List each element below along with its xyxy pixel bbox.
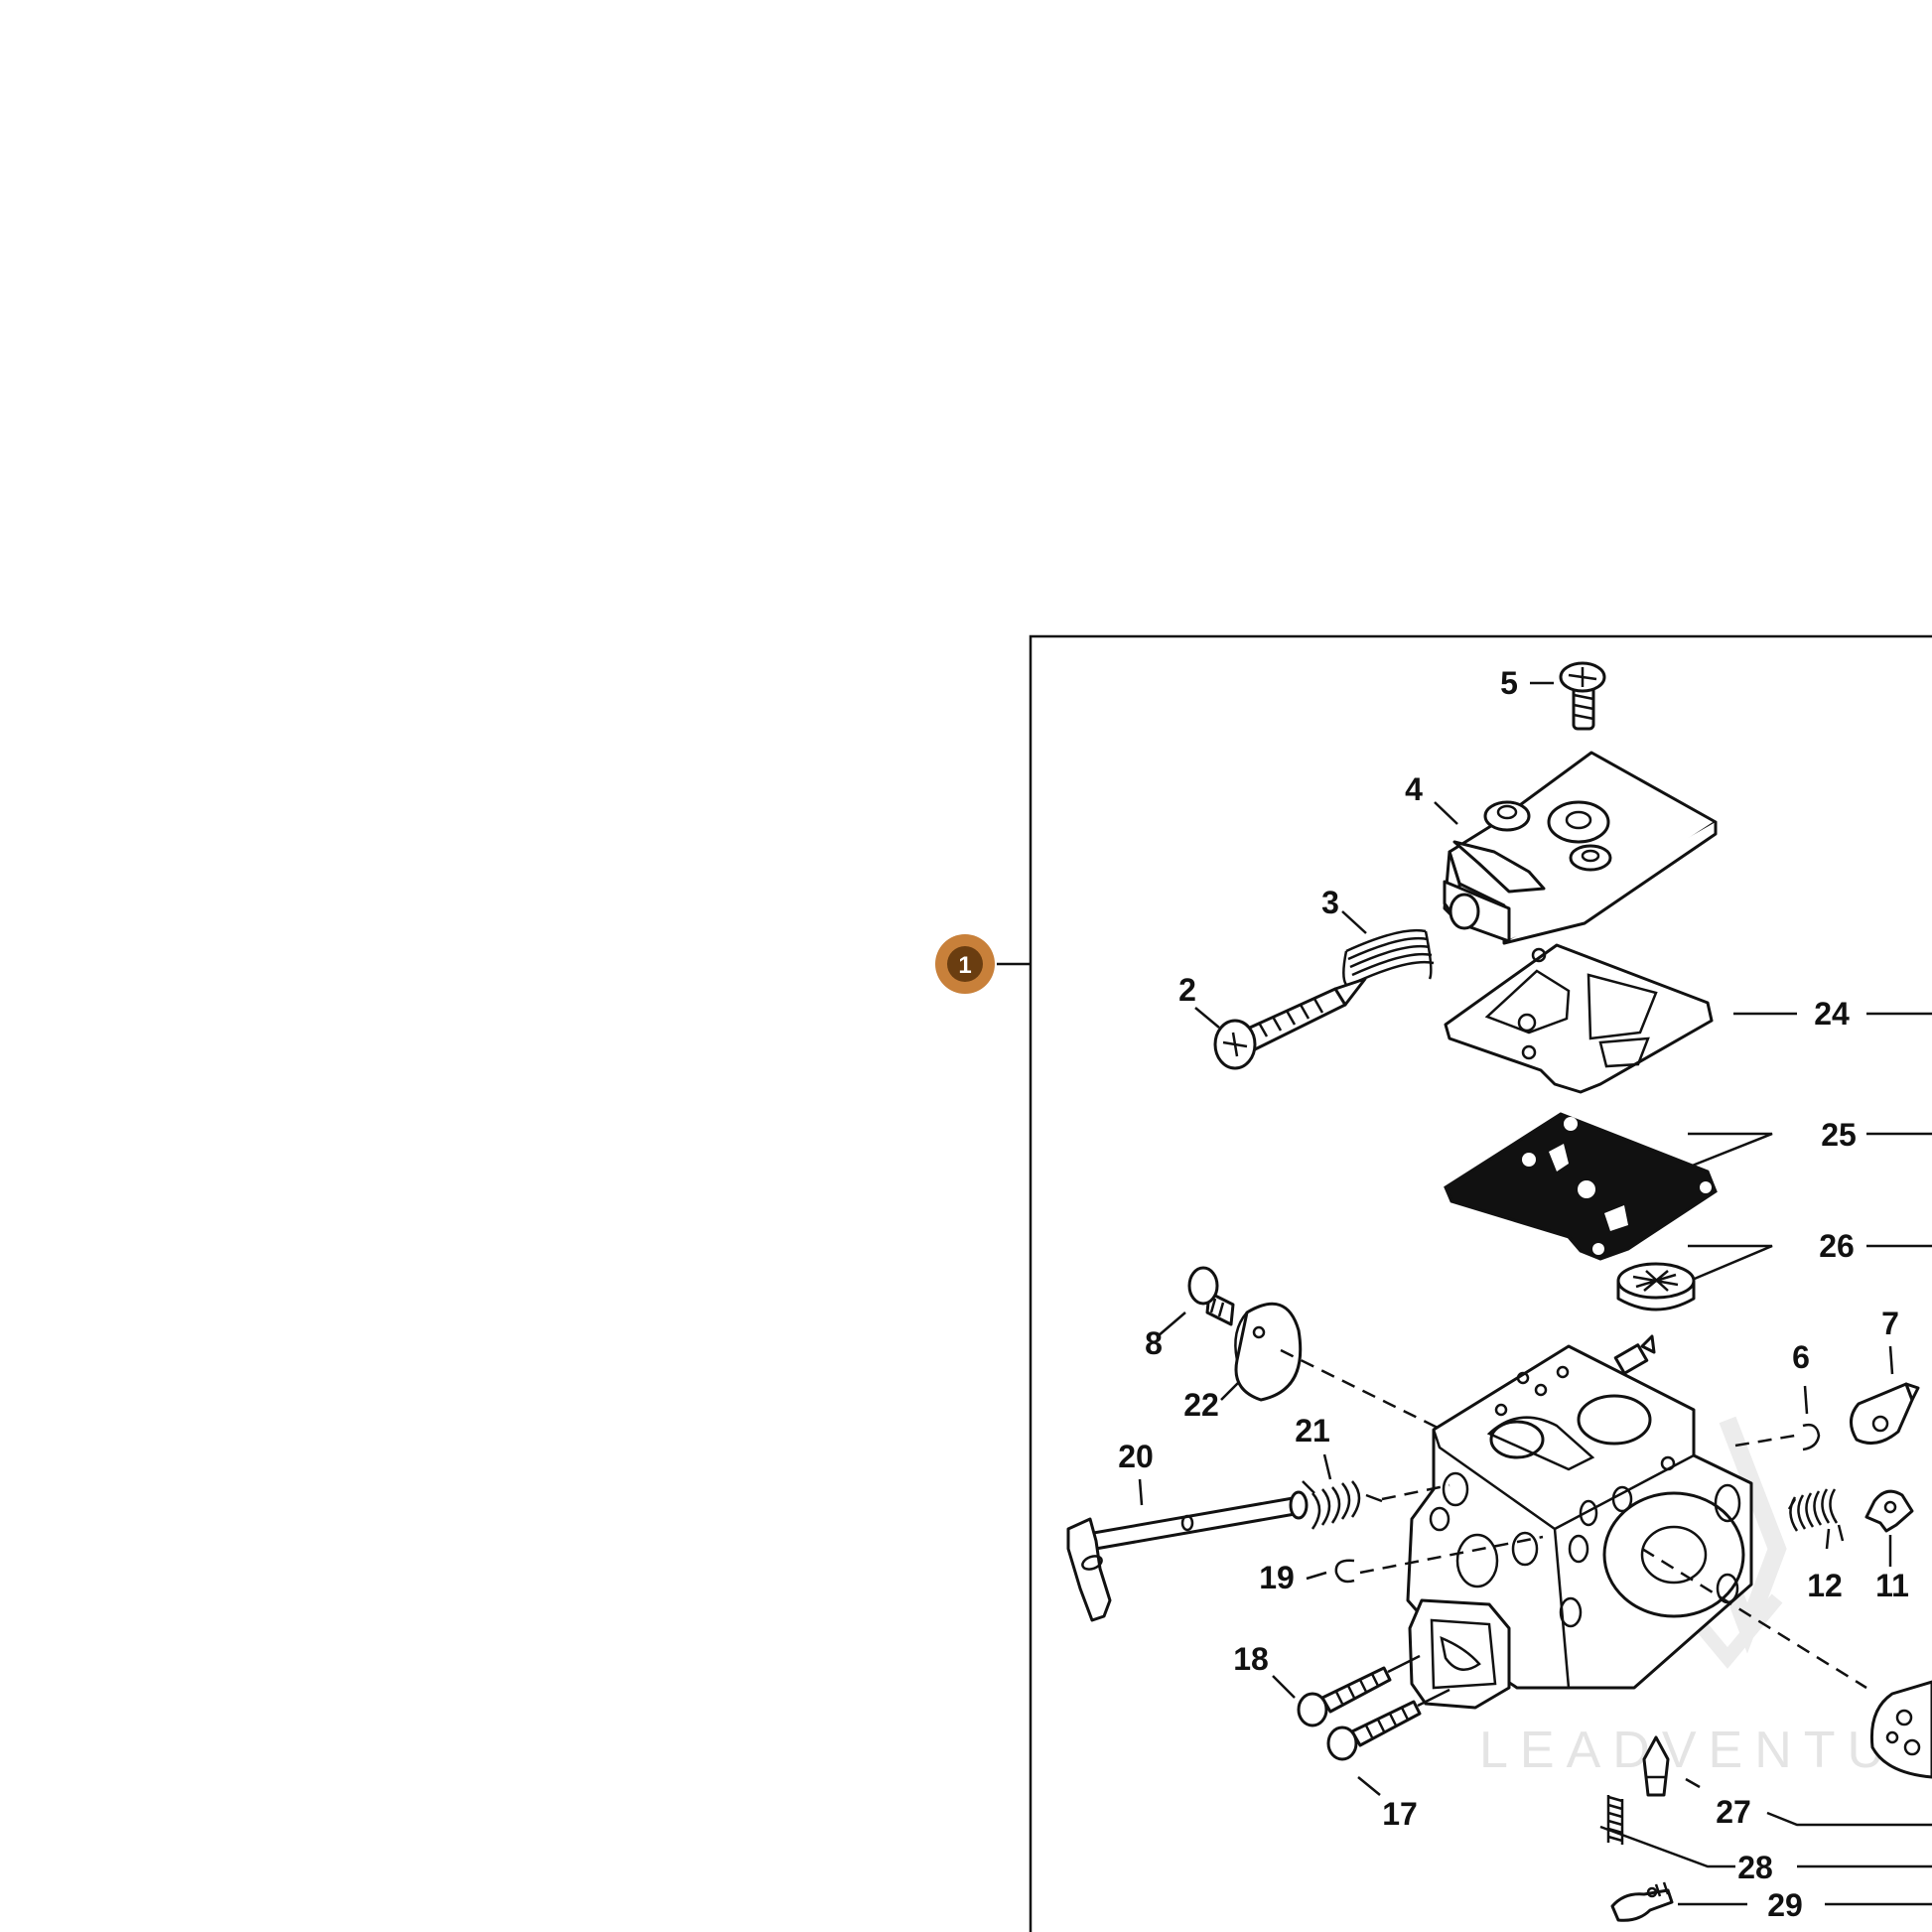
- part-3-spring: [1341, 910, 1435, 989]
- part-28-spring: [1599, 1795, 1932, 1868]
- part-24-gasket: [1444, 943, 1932, 1094]
- part-11-fitting: [1864, 1489, 1914, 1567]
- callout-12[interactable]: 12: [1807, 1568, 1843, 1603]
- callout-17[interactable]: 17: [1382, 1796, 1418, 1832]
- callout-28[interactable]: 28: [1737, 1850, 1773, 1885]
- callout-18[interactable]: 18: [1233, 1641, 1269, 1677]
- part-lower-plate: [1869, 1680, 1932, 1779]
- callout-2[interactable]: 2: [1178, 972, 1196, 1008]
- callout-21[interactable]: 21: [1295, 1413, 1330, 1449]
- part-18-screw: [1272, 1654, 1421, 1727]
- assembly-bracket: [1029, 634, 1932, 1932]
- callout-7[interactable]: 7: [1881, 1306, 1899, 1341]
- part-6-clip: [1734, 1385, 1821, 1451]
- carburetor-body: [1406, 1334, 1753, 1710]
- part-20-throttle-shaft: [1066, 1478, 1309, 1622]
- part-22-throttle-plate: [1220, 1302, 1443, 1432]
- part-hotspot-1[interactable]: 1: [935, 934, 995, 994]
- part-12-spring: [1787, 1488, 1845, 1550]
- callout-4[interactable]: 4: [1405, 771, 1423, 807]
- part-8-screw: [1157, 1266, 1235, 1337]
- part-21-spring: [1302, 1453, 1450, 1530]
- callout-24[interactable]: 24: [1814, 996, 1850, 1032]
- part-26-strainer: [1616, 1244, 1932, 1311]
- callout-25[interactable]: 25: [1821, 1117, 1857, 1153]
- svg-text:1: 1: [958, 952, 971, 979]
- part-19-clip: [1306, 1535, 1544, 1584]
- callout-29[interactable]: 29: [1767, 1887, 1803, 1923]
- part-25-diaphragm: [1444, 1112, 1932, 1261]
- part-7-lever: [1850, 1345, 1920, 1446]
- callout-19[interactable]: 19: [1259, 1560, 1295, 1595]
- callout-27[interactable]: 27: [1716, 1794, 1751, 1830]
- part-27-needle: [1642, 1735, 1932, 1827]
- watermark-text: LEADVENTU: [1479, 1722, 1896, 1779]
- part-2-screw: [1194, 977, 1367, 1070]
- part-17-screw: [1326, 1688, 1450, 1796]
- callout-3[interactable]: 3: [1321, 885, 1339, 920]
- part-4-cover: [1434, 751, 1718, 945]
- callout-20[interactable]: 20: [1118, 1439, 1154, 1474]
- part-29-lever: [1610, 1881, 1932, 1922]
- part-5-screw: [1530, 661, 1606, 731]
- callout-26[interactable]: 26: [1819, 1228, 1855, 1264]
- callout-6[interactable]: 6: [1792, 1339, 1810, 1375]
- callout-22[interactable]: 22: [1183, 1387, 1219, 1423]
- callout-8[interactable]: 8: [1145, 1325, 1163, 1361]
- callout-labels: 5 4 3 2 24 25 26 7 6 8 22 21 20 19 12 11…: [1118, 665, 1909, 1923]
- callout-11[interactable]: 11: [1875, 1568, 1909, 1603]
- callout-5[interactable]: 5: [1500, 665, 1518, 701]
